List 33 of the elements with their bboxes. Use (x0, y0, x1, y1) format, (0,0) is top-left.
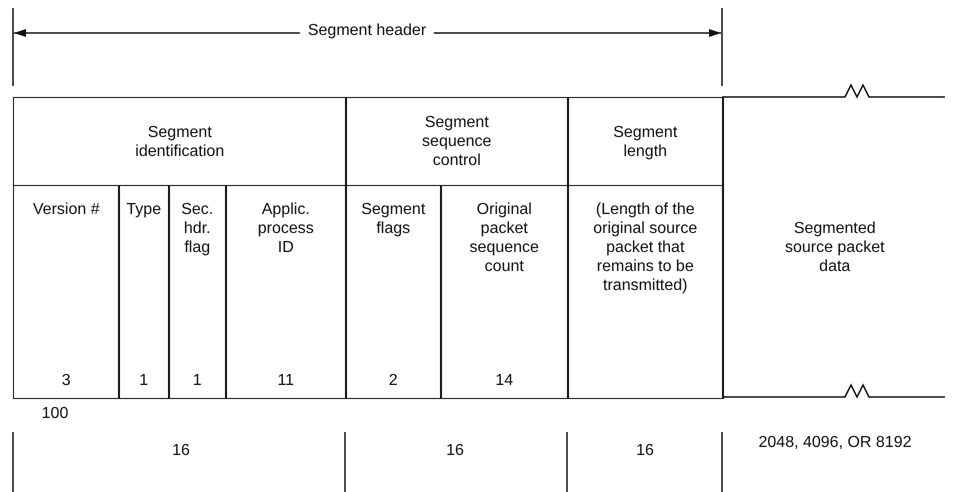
field-name: Sec. hdr. flag (180, 200, 214, 257)
bit-count: 14 (495, 370, 514, 390)
bit-count: 11 (277, 370, 294, 390)
field-name: Type (126, 200, 162, 219)
field-name: Segment length (612, 122, 678, 160)
field-name: Segmented source packet data (784, 219, 886, 276)
field-name: Segment identification (134, 122, 226, 160)
field-name: Version # (32, 200, 100, 219)
header-cell (13, 97, 346, 186)
field-name: (Length of the original source packet that remains to be transmitted) (592, 200, 698, 295)
header-cell (345, 97, 568, 186)
bit-count: 16 (446, 442, 464, 460)
bit-count: 2 (388, 370, 398, 390)
field-name: Original packet sequence count (468, 200, 540, 276)
field-cell (168, 185, 226, 398)
bit-count: 100 (42, 405, 68, 423)
field-cell (345, 185, 442, 398)
bit-count: 3 (62, 370, 71, 390)
field-name: Segment flags (360, 200, 426, 238)
dimension-label: Segment header (300, 22, 434, 40)
field-name: Segment sequence control (421, 113, 492, 170)
field-cell (225, 185, 346, 398)
bit-count: 1 (139, 370, 148, 390)
field-cell (440, 185, 568, 398)
bit-count: 1 (192, 370, 202, 390)
total-bit-count: 2048, 4096, OR 8192 (758, 434, 912, 452)
field-cell (567, 185, 724, 398)
field-name: Applic. process ID (256, 200, 315, 257)
header-cell (567, 97, 724, 186)
field-cell (13, 185, 120, 398)
bit-count: 16 (172, 442, 190, 460)
field-cell (118, 185, 170, 398)
bit-count: 16 (636, 442, 654, 460)
